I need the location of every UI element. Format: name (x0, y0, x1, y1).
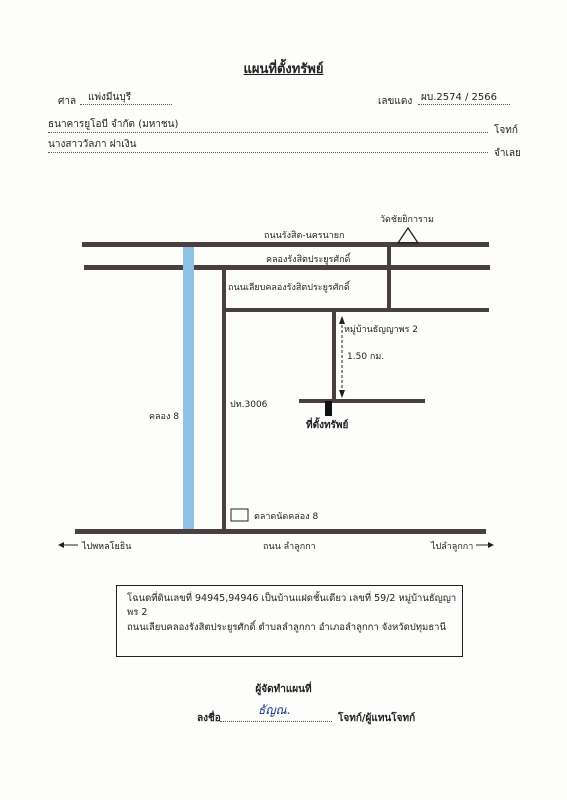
road-pt3006 (222, 270, 226, 530)
bottom-road-label: ถนน ลำลูกกา (263, 542, 316, 552)
property-info-box: โฉนดที่ดินเลขที่ 94945,94946 เป็นบ้านแฝด… (116, 585, 463, 657)
road-village (332, 312, 336, 400)
sign-role-label: โจทก์/ผู้แทนโจทก์ (338, 713, 416, 724)
side-road-label: ถนนเลียบคลองรังสิตประยูรศักดิ์ (228, 283, 350, 293)
page-title: แผนที่ตั้งทรัพย์ (243, 62, 324, 77)
property-label: ที่ตั้งทรัพย์ (306, 420, 349, 431)
road-village-lane (299, 399, 425, 403)
defendant-label: จำเลย (494, 148, 521, 159)
case-dotline (418, 104, 510, 105)
canal-label: คลองรังสิตประยูรศักดิ์ (266, 255, 351, 265)
temple-label: วัดชัยยิการาม (380, 215, 434, 225)
left-destination-label: ไปพหลโยธิน (82, 542, 132, 552)
sign-label: ลงชื่อ (197, 713, 221, 724)
plaintiff-dotline (48, 132, 488, 133)
road-top-label: ถนนรังสิต-นครนายก (264, 231, 345, 241)
market-label: ตลาดนัดคลอง 8 (254, 512, 319, 522)
signature-dotline (220, 721, 332, 722)
court-value: แพ่งมีนบุรี (88, 92, 132, 103)
info-line-2: ถนนเลียบคลองรังสิตประยูรศักดิ์ ตำบลลำลูก… (127, 622, 446, 633)
court-label: ศาล (58, 96, 77, 107)
canal8-label: คลอง 8 (149, 412, 179, 422)
property-marker (325, 401, 332, 416)
distance-label: 1.50 กม. (347, 352, 385, 362)
map-maker-label: ผู้จัดทำแผนที่ (255, 684, 312, 695)
right-destination-label: ไปลำลูกกา (431, 542, 474, 552)
road-lamlukka (75, 529, 486, 534)
case-value: ผบ.2574 / 2566 (421, 92, 498, 103)
road-connector-right (387, 247, 391, 309)
distance-arrow-up-icon (339, 316, 345, 324)
signature: ธัญณ. (258, 703, 291, 717)
canal-8 (183, 247, 194, 530)
village-label: หมู่บ้านธัญญาพร 2 (344, 325, 419, 335)
distance-arrow-down-icon (339, 390, 345, 398)
canal-rangsit-prayoonsak (84, 265, 490, 270)
defendant-value: นางสาววัลภา ฝาเงิน (48, 139, 137, 150)
plaintiff-label: โจทก์ (494, 125, 518, 136)
road-rangsit-nakhonnayok (82, 242, 489, 247)
pt-road-label: ปท.3006 (230, 400, 268, 410)
right-arrow-icon (488, 542, 494, 548)
temple-triangle-icon (396, 226, 420, 244)
info-line-1: โฉนดที่ดินเลขที่ 94945,94946 เป็นบ้านแฝด… (127, 593, 457, 618)
road-liab-khlong (222, 308, 489, 312)
defendant-dotline (48, 152, 488, 153)
court-dotline (80, 104, 172, 105)
case-label: เลขแดง (378, 96, 413, 107)
left-arrow-icon (58, 542, 64, 548)
plaintiff-value: ธนาคารยูโอบี จำกัด (มหาชน) (48, 119, 179, 130)
market-box (230, 508, 249, 522)
